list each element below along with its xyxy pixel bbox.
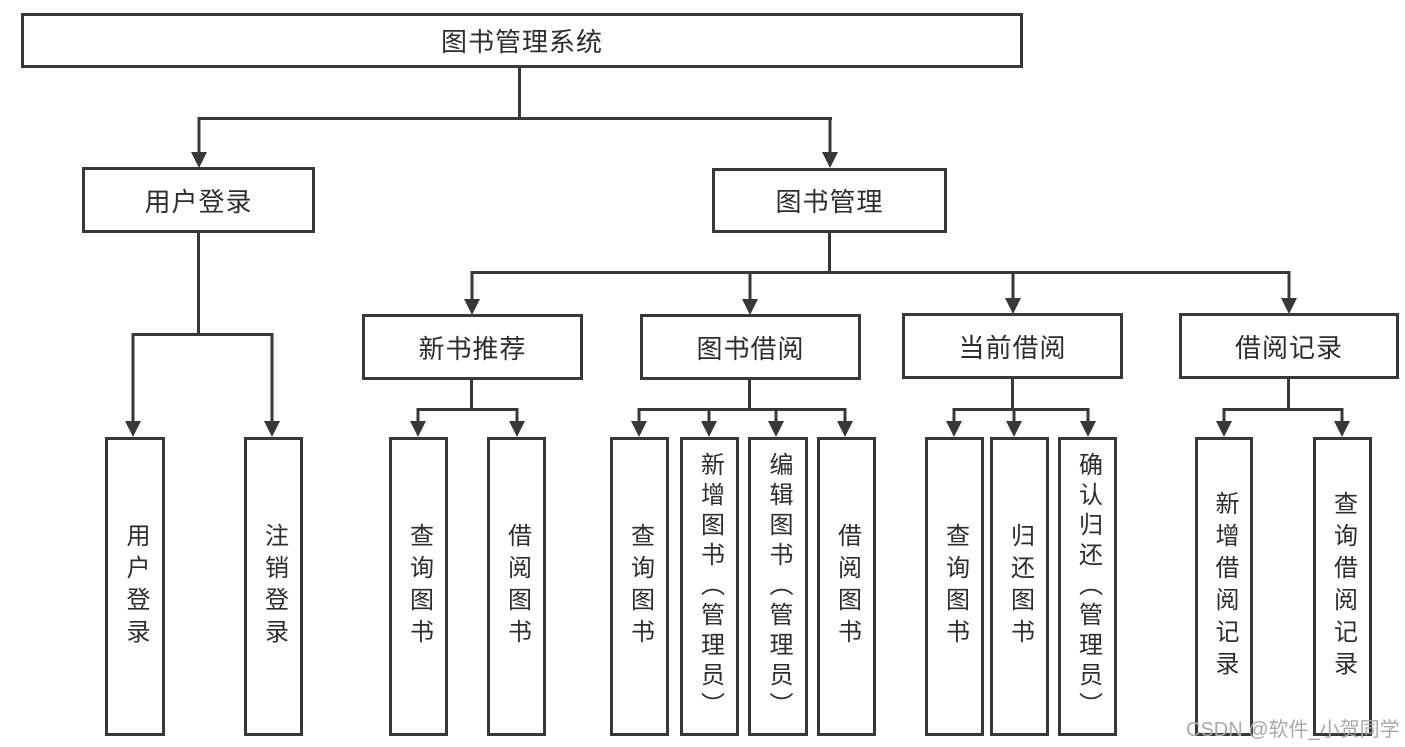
connector-arrow-borrowing-records — [1281, 271, 1297, 314]
leaf-bb-edit-books-admin: 编辑图书（管理员） — [748, 437, 808, 736]
leaf-nbr-query-books: 查询图书 — [389, 437, 448, 736]
connector-book-borrowing-stem — [748, 380, 751, 410]
leaf-bb-borrow-books: 借阅图书 — [817, 437, 876, 736]
node-book-management-label: 图书管理 — [775, 187, 884, 217]
connector-arrow-bb-add — [701, 408, 717, 437]
leaf-logout: 注销登录 — [244, 437, 303, 736]
leaf-cb-query-books: 查询图书 — [925, 437, 984, 736]
leaf-cb-query-books-label: 查询图书 — [941, 522, 969, 651]
leaf-bb-add-books-admin-label: 新增图书（管理员） — [696, 451, 724, 722]
node-book-borrowing: 图书借阅 — [640, 314, 861, 380]
watermark: CSDN @软件_小贺同学 — [1186, 719, 1400, 741]
node-book-management: 图书管理 — [712, 168, 947, 233]
leaf-br-add-record-label: 新增借阅记录 — [1211, 490, 1238, 683]
leaf-bb-edit-books-admin-label: 编辑图书（管理员） — [765, 451, 792, 722]
connector-arrow-nbr-borrow — [509, 408, 525, 437]
node-book-borrowing-label: 图书借阅 — [696, 333, 805, 364]
node-current-borrowing: 当前借阅 — [902, 313, 1123, 379]
leaf-user-login-label: 用户登录 — [122, 522, 149, 651]
leaf-br-query-record: 查询借阅记录 — [1313, 437, 1372, 736]
connector-arrow-leaf-login — [125, 333, 141, 437]
connector-arrow-bb-borrow — [837, 408, 853, 437]
node-new-book-recommend: 新书推荐 — [362, 314, 583, 380]
connector-root-hbar — [198, 117, 832, 120]
node-root: 图书管理系统 — [21, 13, 1023, 68]
connector-arrow-current-borrowing — [1005, 271, 1021, 314]
connector-arrow-br-add — [1216, 408, 1232, 437]
leaf-nbr-borrow-books: 借阅图书 — [487, 437, 546, 736]
leaf-nbr-query-books-label: 查询图书 — [405, 522, 433, 651]
leaf-cb-return-books: 归还图书 — [990, 437, 1049, 736]
connector-arrow-bb-edit — [768, 408, 784, 437]
leaf-logout-label: 注销登录 — [260, 522, 288, 651]
connector-borrowing-records-hbar — [1223, 408, 1343, 411]
connector-arrow-book-borrowing — [742, 271, 758, 315]
leaf-cb-return-books-label: 归还图书 — [1006, 522, 1034, 651]
leaf-cb-confirm-return-admin-label: 确认归还（管理员） — [1074, 451, 1102, 722]
connector-arrow-user-login — [191, 117, 207, 168]
node-borrowing-records-label: 借阅记录 — [1234, 332, 1343, 363]
node-borrowing-records: 借阅记录 — [1179, 313, 1399, 379]
connector-arrow-cb-return — [1006, 408, 1022, 437]
node-user-login: 用户登录 — [82, 167, 315, 233]
connector-user-login-hbar — [132, 333, 273, 336]
connector-arrow-book-management — [822, 117, 838, 168]
connector-book-management-stem — [828, 233, 831, 274]
connector-arrow-br-query — [1334, 408, 1350, 437]
node-user-login-label: 用户登录 — [144, 186, 253, 217]
leaf-bb-query-books: 查询图书 — [610, 437, 669, 736]
node-current-borrowing-label: 当前借阅 — [958, 332, 1067, 363]
leaf-bb-add-books-admin: 新增图书（管理员） — [680, 437, 739, 736]
node-new-book-recommend-label: 新书推荐 — [418, 333, 527, 364]
connector-user-login-stem — [197, 233, 200, 335]
connector-borrowing-records-stem — [1287, 379, 1290, 410]
connector-book-borrowing-hbar — [638, 408, 846, 411]
node-root-label: 图书管理系统 — [440, 27, 603, 57]
connector-arrow-bb-query — [631, 408, 647, 437]
connector-arrow-nbr-query — [410, 408, 426, 437]
connector-arrow-cb-confirm — [1080, 408, 1096, 437]
leaf-bb-borrow-books-label: 借阅图书 — [833, 522, 861, 651]
leaf-nbr-borrow-books-label: 借阅图书 — [503, 522, 531, 651]
leaf-br-query-record-label: 查询借阅记录 — [1329, 490, 1357, 683]
leaf-cb-confirm-return-admin: 确认归还（管理员） — [1058, 437, 1117, 736]
connector-root-stem — [518, 67, 521, 119]
connector-book-management-hbar — [471, 271, 1290, 274]
connector-arrow-new-book-recommend — [464, 271, 480, 315]
connector-arrow-leaf-logout — [264, 333, 280, 437]
connector-current-borrowing-stem — [1011, 379, 1014, 410]
leaf-user-login: 用户登录 — [105, 437, 165, 736]
connector-new-book-hbar — [417, 408, 518, 411]
connector-arrow-cb-query — [946, 408, 962, 437]
leaf-bb-query-books-label: 查询图书 — [626, 522, 654, 651]
connector-new-book-stem — [470, 380, 473, 410]
leaf-br-add-record: 新增借阅记录 — [1195, 437, 1253, 736]
